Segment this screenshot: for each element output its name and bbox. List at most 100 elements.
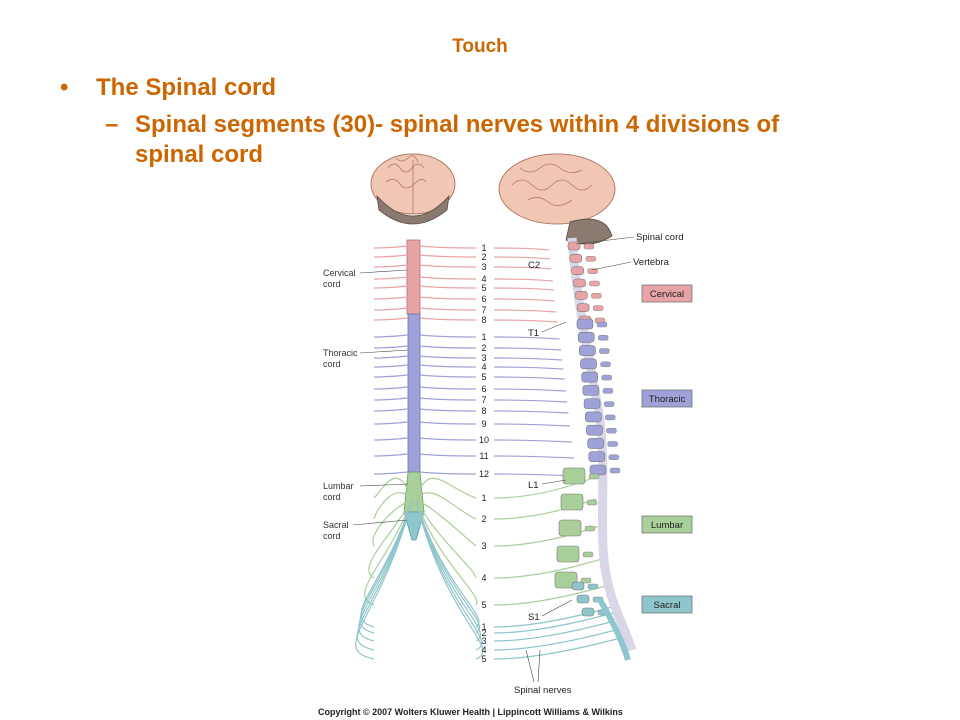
thoracic-nerve-left <box>373 374 409 378</box>
lumbar-segment-number: 4 <box>481 573 486 583</box>
thoracic-vertebra-icon <box>579 345 596 356</box>
cervical-nerve-right <box>419 254 477 258</box>
thoracic-spinous-process-icon <box>597 335 609 341</box>
label-spinal-nerves: Spinal nerves <box>514 685 572 696</box>
cervical-nerve-side <box>493 247 550 251</box>
cervical-segment-number: 1 <box>481 243 486 253</box>
marker-s1: S1 <box>528 612 540 623</box>
svg-text:Cervical: Cervical <box>323 268 356 278</box>
cervical-segment-number: 8 <box>481 315 486 325</box>
bullet-text: The Spinal cord <box>96 74 277 101</box>
thoracic-vertebra-icon <box>577 331 595 343</box>
label-sacral-cord: Sacral cord <box>323 519 408 541</box>
sacral-vertebra-icon <box>581 607 595 617</box>
cervical-nerve-right <box>419 285 477 289</box>
marker-c2: C2 <box>528 260 540 271</box>
lumbar-vertebra-icon <box>556 545 580 563</box>
thoracic-nerve-right <box>419 471 477 475</box>
lumbar-segment-number: 5 <box>481 600 486 610</box>
cervical-nerve-right <box>419 245 477 249</box>
thoracic-nerve-side <box>493 366 564 370</box>
sacral-segment-number: 5 <box>481 654 486 664</box>
thoracic-nerve-right <box>419 374 477 378</box>
cervical-nerve-right <box>419 317 477 321</box>
thoracic-spinous-process-icon <box>608 454 620 460</box>
thoracic-nerve-left <box>373 386 409 390</box>
side-view-spine <box>498 153 637 661</box>
front-view-cord <box>370 153 456 541</box>
thoracic-nerve-side <box>493 439 573 443</box>
thoracic-segment-number: 4 <box>481 362 486 372</box>
cervical-segment-number: 3 <box>481 262 486 272</box>
thoracic-segment-number: 7 <box>481 395 486 405</box>
svg-text:Sacral: Sacral <box>323 520 349 530</box>
thoracic-vertebra-icon <box>586 424 603 436</box>
sacral-vertebra-icon <box>571 581 585 591</box>
thoracic-segment-number: 6 <box>481 384 486 394</box>
sub-bullet-segments: – Spinal segments (30)- spinal nerves wi… <box>105 110 825 170</box>
lumbar-nerve-left <box>373 477 413 501</box>
thoracic-spinous-process-icon <box>600 361 611 368</box>
sacral-segment-number: 1 <box>481 622 486 632</box>
thoracic-nerve-side <box>493 399 568 403</box>
cervical-spinous-process-icon <box>585 256 597 262</box>
thoracic-vertebra-icon <box>582 385 600 396</box>
lumbar-segment-number: 1 <box>481 493 486 503</box>
thoracic-nerve-side <box>493 336 560 340</box>
cervical-segment-number: 2 <box>481 252 486 262</box>
thoracic-segment-number: 3 <box>481 353 486 363</box>
sacral-nerve-left <box>358 499 413 642</box>
lumbar-segment-number: 2 <box>481 514 486 524</box>
cervical-vertebra-icon <box>576 303 590 312</box>
cervical-spinous-process-icon <box>592 305 604 311</box>
svg-text:cord: cord <box>323 492 341 502</box>
thoracic-segment-number: 10 <box>479 435 489 445</box>
lumbar-nerve-left <box>372 499 413 547</box>
label-lumbar-cord: Lumbar cord <box>323 481 409 502</box>
thoracic-nerve-right <box>419 421 477 425</box>
cervical-nerve-left <box>373 276 409 280</box>
lumbar-nerve-side <box>493 557 605 579</box>
thoracic-segment-number: 12 <box>479 469 489 479</box>
region-box-sacral: Sacral <box>641 595 693 614</box>
sacral-segment-number: 3 <box>481 636 486 646</box>
region-box-cervical: Cervical <box>641 284 693 303</box>
lumbar-nerve-right <box>415 492 477 520</box>
thoracic-spinous-process-icon <box>602 388 614 394</box>
front-cerebellum-icon <box>376 194 450 225</box>
lumbar-vertebra-icon <box>562 467 586 485</box>
cervical-vertebra-icon <box>569 254 583 263</box>
sub-bullet-dash: – <box>105 111 119 138</box>
cervical-nerve-side <box>493 256 551 260</box>
cervical-spinous-process-icon <box>589 280 600 287</box>
svg-text:Thoracic: Thoracic <box>323 348 358 358</box>
sacral-cord-segment <box>403 511 425 541</box>
svg-text:Cervical: Cervical <box>650 289 684 300</box>
label-cervical-cord: Cervical cord <box>323 268 408 289</box>
thoracic-vertebra-icon <box>588 451 606 463</box>
thoracic-vertebra-icon <box>580 358 597 370</box>
cervical-segment-number: 5 <box>481 283 486 293</box>
thoracic-nerve-right <box>419 386 477 390</box>
lumbar-vertebra-icon <box>560 493 584 511</box>
thoracic-nerve-right <box>419 334 477 338</box>
sub-bullet-text: Spinal segments (30)- spinal nerves with… <box>135 111 780 168</box>
cervical-nerve-side <box>493 309 557 313</box>
cervical-nerve-left <box>373 254 409 258</box>
thoracic-nerve-side <box>493 388 566 392</box>
cervical-vertebra-icon <box>573 278 586 288</box>
coccyx-icon <box>597 598 631 661</box>
copyright-notice: Copyright © 2007 Wolters Kluwer Health |… <box>318 707 623 717</box>
cervical-nerve-left <box>373 317 409 321</box>
lumbar-vertebra-icon <box>554 571 578 589</box>
cervical-nerve-left <box>373 296 409 300</box>
sacral-nerve-side <box>493 612 614 634</box>
cervical-spinous-process-icon <box>591 293 602 299</box>
thoracic-nerve-side <box>493 376 565 380</box>
region-box-lumbar: Lumbar <box>641 515 693 534</box>
thoracic-nerve-side <box>493 357 563 361</box>
thoracic-spinous-process-icon <box>605 414 616 421</box>
